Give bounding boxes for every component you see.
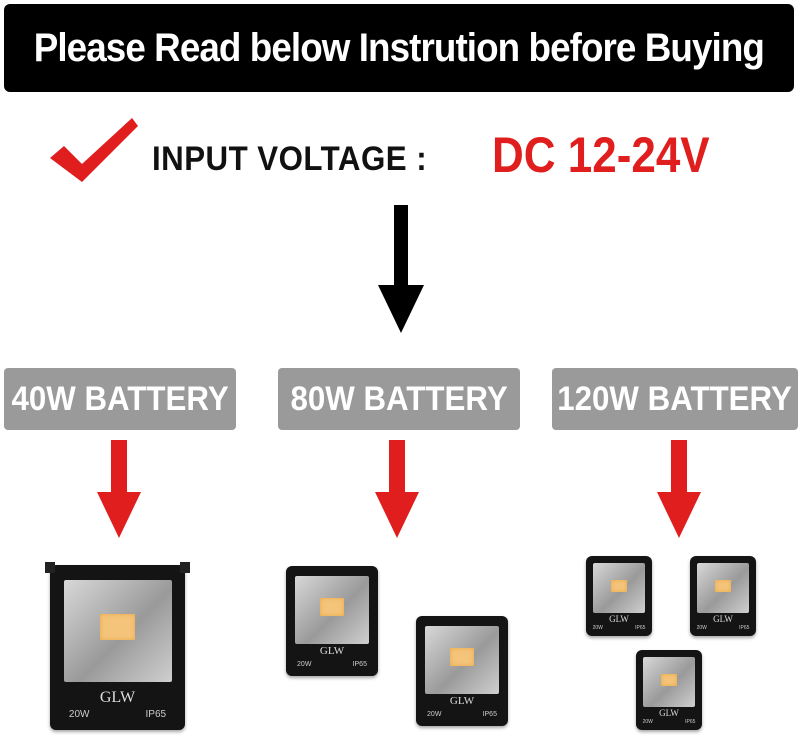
lamp-ip: IP65 xyxy=(685,718,696,725)
checkmark-icon xyxy=(50,118,138,182)
flood-light-lamp: GLW 20W IP65 xyxy=(586,556,652,636)
lamp-watt: 20W xyxy=(642,718,653,725)
lamp-ip: IP65 xyxy=(482,710,497,718)
option-label: 80W BATTERY xyxy=(290,379,508,418)
lamp-watt: 20W xyxy=(297,660,312,668)
lamp-watt: 20W xyxy=(696,624,707,631)
option-80w-battery: 80W BATTERY xyxy=(278,368,520,430)
lamp-brand: GLW xyxy=(609,613,629,624)
option-label: 120W BATTERY xyxy=(557,379,793,418)
red-down-arrow-icon xyxy=(375,440,419,538)
flood-light-lamp: GLW 20W IP65 xyxy=(416,616,508,726)
lamp-ip: IP65 xyxy=(739,624,750,631)
down-arrow-icon xyxy=(378,205,424,333)
input-voltage-value: DC 12-24V xyxy=(492,127,710,183)
input-voltage-label: INPUT VOLTAGE : xyxy=(152,140,428,178)
lamp-brand: GLW xyxy=(99,688,136,706)
lamp-ip: IP65 xyxy=(635,624,646,631)
banner-title: Please Read below Instrution before Buyi… xyxy=(33,25,765,70)
red-down-arrow-icon xyxy=(657,440,701,538)
lamp-ip: IP65 xyxy=(352,660,367,668)
flood-light-lamp: GLW 20W IP65 xyxy=(286,566,378,676)
top-banner: Please Read below Instrution before Buyi… xyxy=(4,4,794,92)
lamp-ip: IP65 xyxy=(145,708,167,720)
flood-light-lamp: GLW 20W IP65 xyxy=(44,561,191,730)
lamp-brand: GLW xyxy=(449,695,475,708)
lamp-watt: 20W xyxy=(592,624,603,631)
lamp-brand: GLW xyxy=(713,613,733,624)
lamp-watt: 20W xyxy=(68,708,90,720)
flood-light-lamp: GLW 20W IP65 xyxy=(636,650,702,730)
option-label: 40W BATTERY xyxy=(11,379,229,418)
lamp-brand: GLW xyxy=(659,707,679,718)
option-120w-battery: 120W BATTERY xyxy=(552,368,798,430)
red-down-arrow-icon xyxy=(97,440,141,538)
lamp-watt: 20W xyxy=(427,710,442,718)
lamp-brand: GLW xyxy=(319,645,345,658)
flood-light-lamp: GLW 20W IP65 xyxy=(690,556,756,636)
option-40w-battery: 40W BATTERY xyxy=(4,368,236,430)
